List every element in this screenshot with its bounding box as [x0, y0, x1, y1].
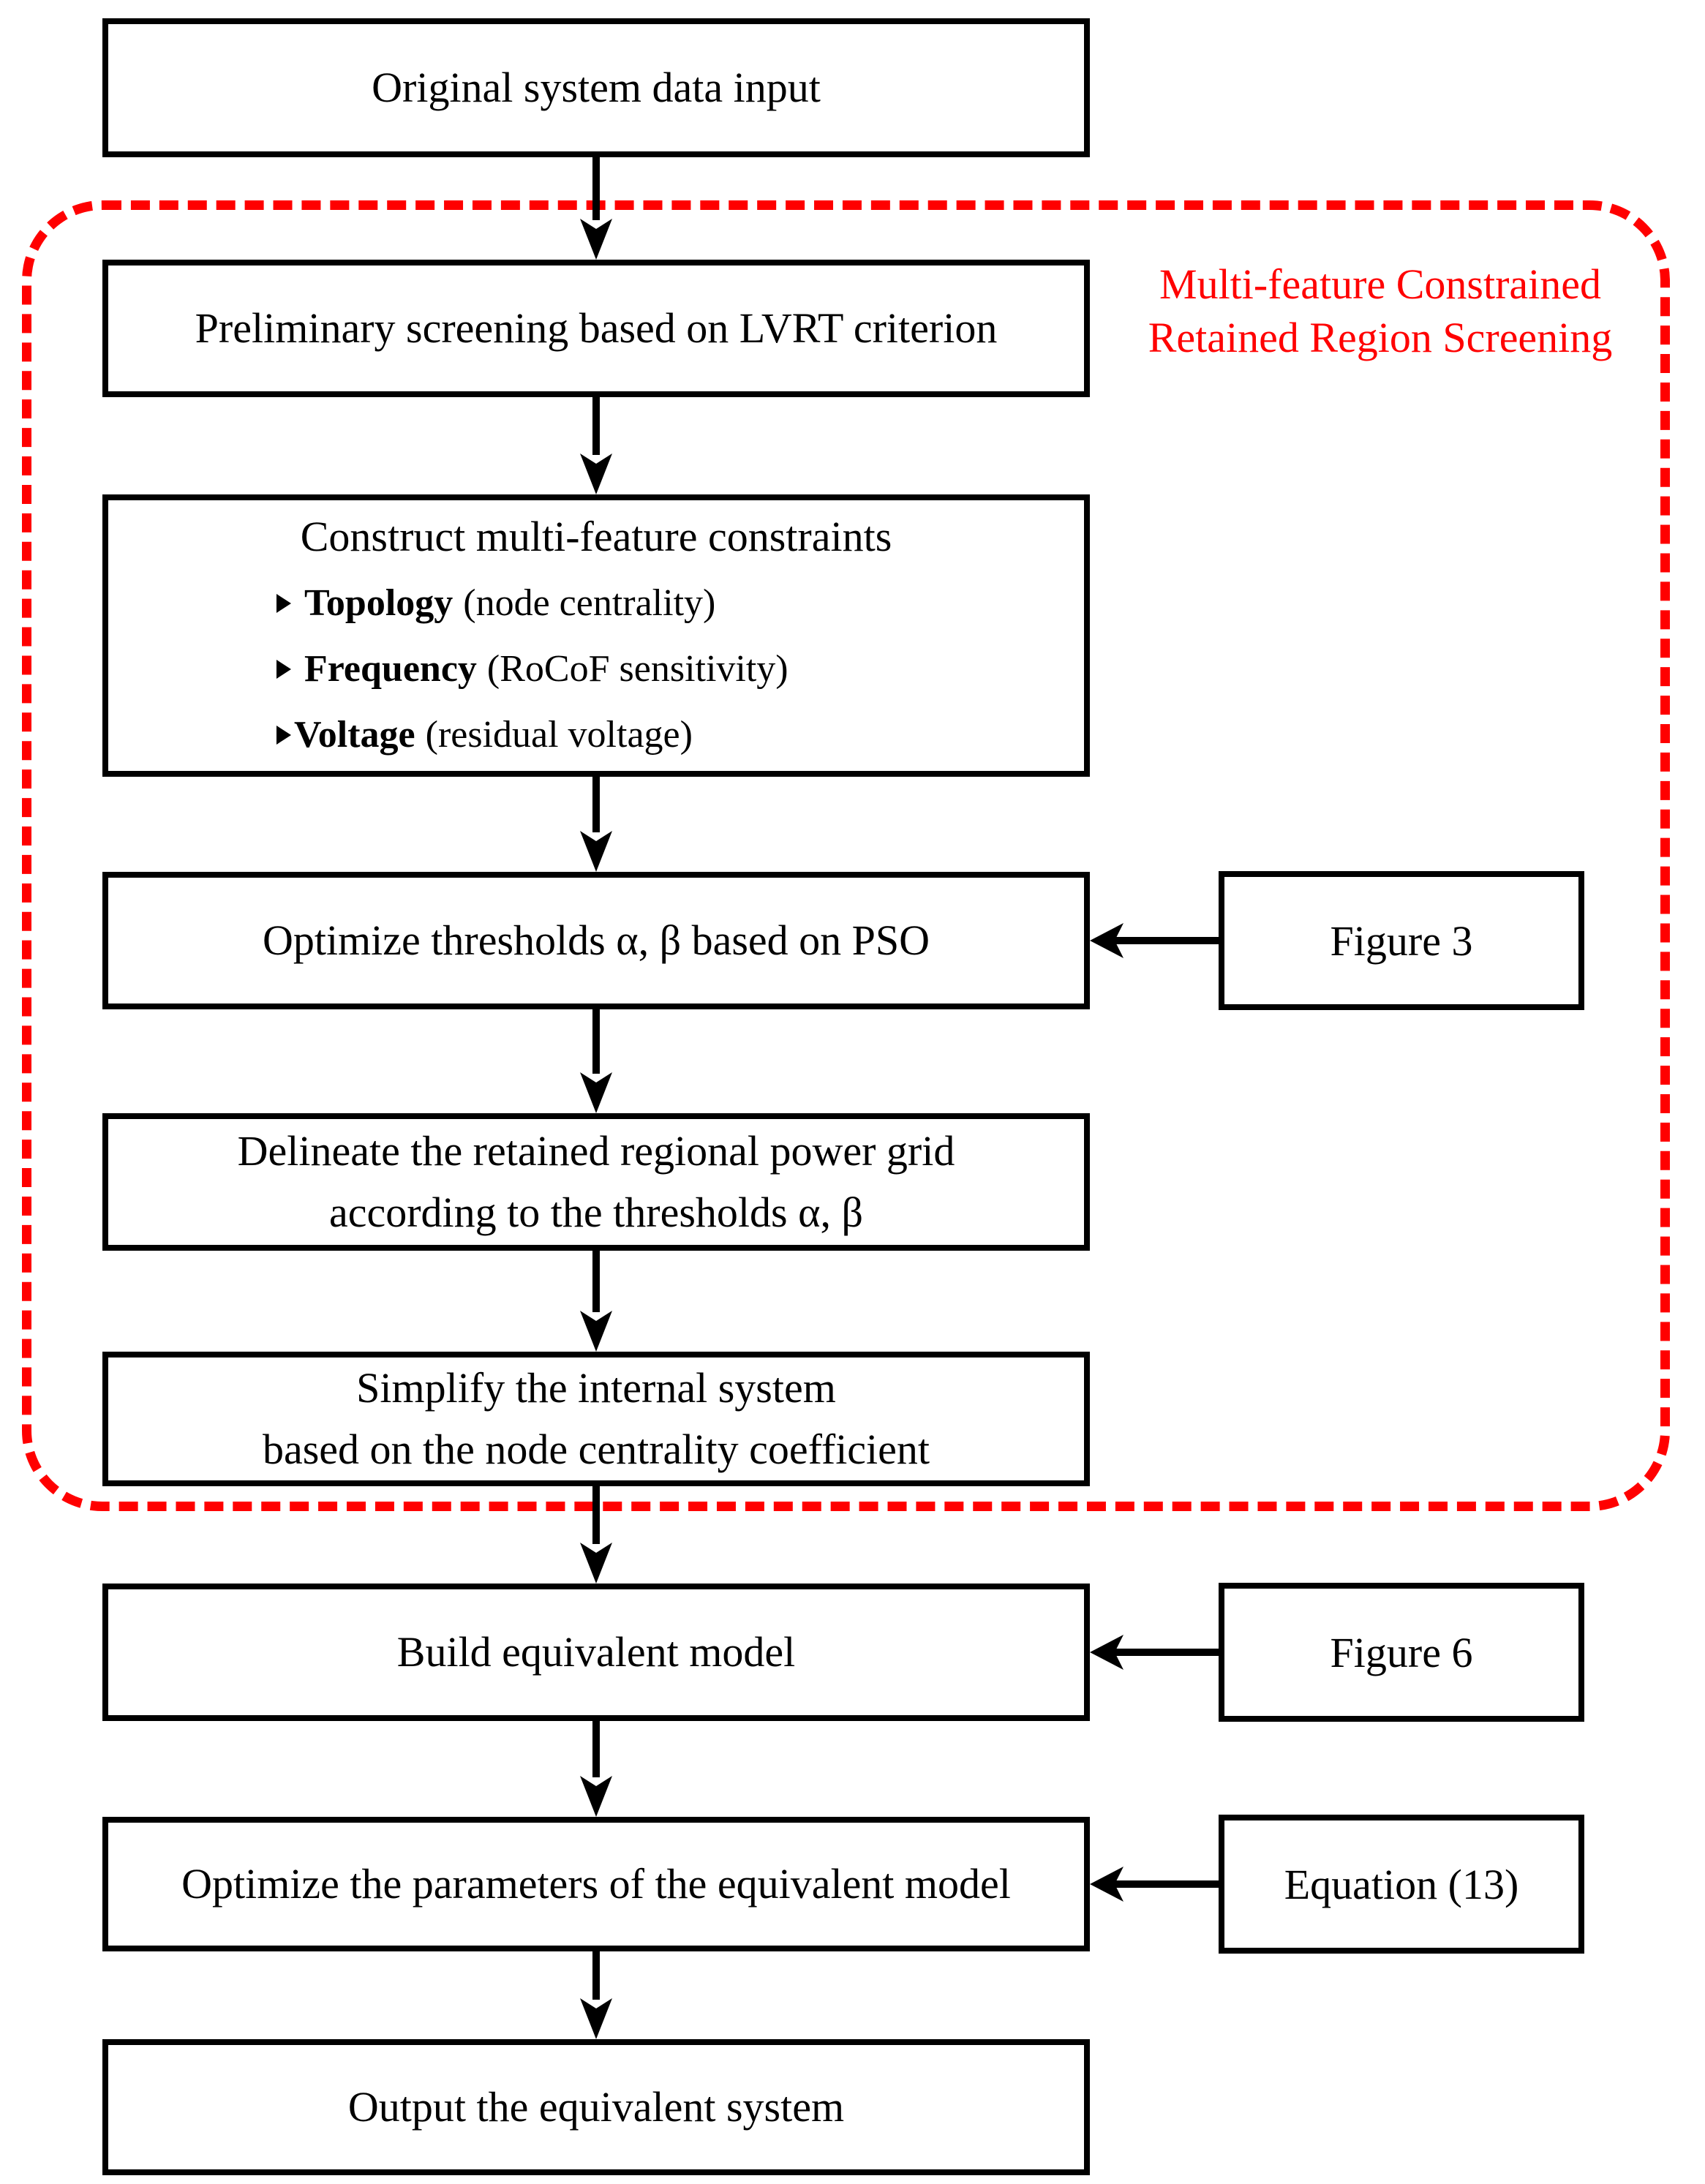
constraint-desc: (residual voltage) — [425, 714, 693, 756]
node-delineate-retained-grid: Delineate the retained regional power gr… — [102, 1113, 1090, 1251]
node-label: Original system data input — [372, 64, 821, 111]
arrow-shaft — [592, 1951, 600, 2000]
triangle-bullet-icon — [276, 594, 291, 613]
ref-figure-3: Figure 3 — [1219, 871, 1584, 1010]
constraint-term: Topology — [304, 582, 453, 624]
arrow-shaft — [592, 1009, 600, 1074]
region-label: Multi-feature Constrained Retained Regio… — [1110, 257, 1651, 364]
constraint-topology: Topology (node centrality) — [130, 573, 1062, 634]
constraint-desc: (node centrality) — [463, 582, 716, 624]
constraint-desc: (RoCoF sensitivity) — [486, 648, 788, 690]
figure6-arrow-left — [1090, 1635, 1219, 1670]
flow-arrow-down-2 — [580, 397, 612, 494]
flow-arrow-down-5 — [580, 1251, 612, 1352]
ref-label: Figure 6 — [1330, 1628, 1473, 1676]
arrow-head-down-icon — [580, 831, 612, 872]
arrow-head-down-icon — [580, 219, 612, 260]
node-label-line2: according to the thresholds α, β — [329, 1189, 863, 1236]
retained-region-outline — [22, 200, 1670, 1511]
region-label-line2: Retained Region Screening — [1148, 314, 1613, 361]
node-label: Optimize thresholds α, β based on PSO — [262, 916, 930, 964]
arrow-head-down-icon — [580, 453, 612, 494]
flow-arrow-down-1 — [580, 157, 612, 260]
arrow-shaft — [592, 1486, 600, 1544]
node-build-equivalent-model: Build equivalent model — [102, 1584, 1090, 1721]
flow-arrow-down-4 — [580, 1009, 612, 1113]
node-optimize-equivalent-parameters: Optimize the parameters of the equivalen… — [102, 1817, 1090, 1951]
arrow-shaft — [592, 1251, 600, 1312]
arrow-shaft — [592, 157, 600, 220]
arrow-head-left-icon — [1090, 1635, 1219, 1670]
node-output-equivalent-system: Output the equivalent system — [102, 2039, 1090, 2175]
arrow-shaft — [592, 1721, 600, 1777]
flow-arrow-down-3 — [580, 777, 612, 872]
node-construct-multi-feature-constraints: Construct multi-feature constraints Topo… — [102, 494, 1090, 777]
arrow-shaft — [592, 397, 600, 455]
constraint-term: Voltage — [294, 714, 415, 756]
ref-label: Equation (13) — [1284, 1860, 1519, 1908]
arrow-shaft — [592, 777, 600, 832]
arrow-head-down-icon — [580, 1311, 612, 1352]
constraint-term: Frequency — [304, 648, 477, 690]
constraint-voltage: Voltage (residual voltage) — [130, 704, 1062, 766]
triangle-bullet-icon — [276, 660, 291, 679]
arrow-head-down-icon — [580, 1998, 612, 2039]
ref-figure-6: Figure 6 — [1219, 1583, 1584, 1722]
constraints-title: Construct multi-feature constraints — [300, 513, 892, 560]
arrow-head-left-icon — [1090, 1867, 1219, 1902]
node-simplify-internal-system: Simplify the internal system based on th… — [102, 1352, 1090, 1486]
arrow-head-down-icon — [580, 1543, 612, 1584]
flow-arrow-down-6 — [580, 1486, 612, 1584]
node-label-line1: Simplify the internal system — [356, 1364, 836, 1412]
arrow-head-left-icon — [1090, 923, 1219, 958]
node-label: Preliminary screening based on LVRT crit… — [195, 304, 998, 352]
triangle-bullet-icon — [276, 726, 291, 745]
node-label: Optimize the parameters of the equivalen… — [181, 1860, 1011, 1908]
ref-equation-13: Equation (13) — [1219, 1815, 1584, 1954]
node-preliminary-screening: Preliminary screening based on LVRT crit… — [102, 260, 1090, 397]
node-label: Build equivalent model — [396, 1628, 796, 1676]
constraint-frequency: Frequency (RoCoF sensitivity) — [130, 639, 1062, 700]
equation13-arrow-left — [1090, 1867, 1219, 1902]
region-label-line1: Multi-feature Constrained — [1159, 260, 1601, 308]
node-optimize-thresholds-pso: Optimize thresholds α, β based on PSO — [102, 872, 1090, 1009]
flow-arrow-down-7 — [580, 1721, 612, 1817]
node-label: Output the equivalent system — [347, 2083, 845, 2131]
flow-arrow-down-8 — [580, 1951, 612, 2039]
figure3-arrow-left — [1090, 923, 1219, 958]
node-original-system-data-input: Original system data input — [102, 18, 1090, 157]
arrow-head-down-icon — [580, 1776, 612, 1817]
ref-label: Figure 3 — [1330, 916, 1473, 965]
arrow-head-down-icon — [580, 1072, 612, 1113]
node-label-line1: Delineate the retained regional power gr… — [237, 1127, 955, 1175]
node-label-line2: based on the node centrality coefficient — [262, 1426, 930, 1473]
